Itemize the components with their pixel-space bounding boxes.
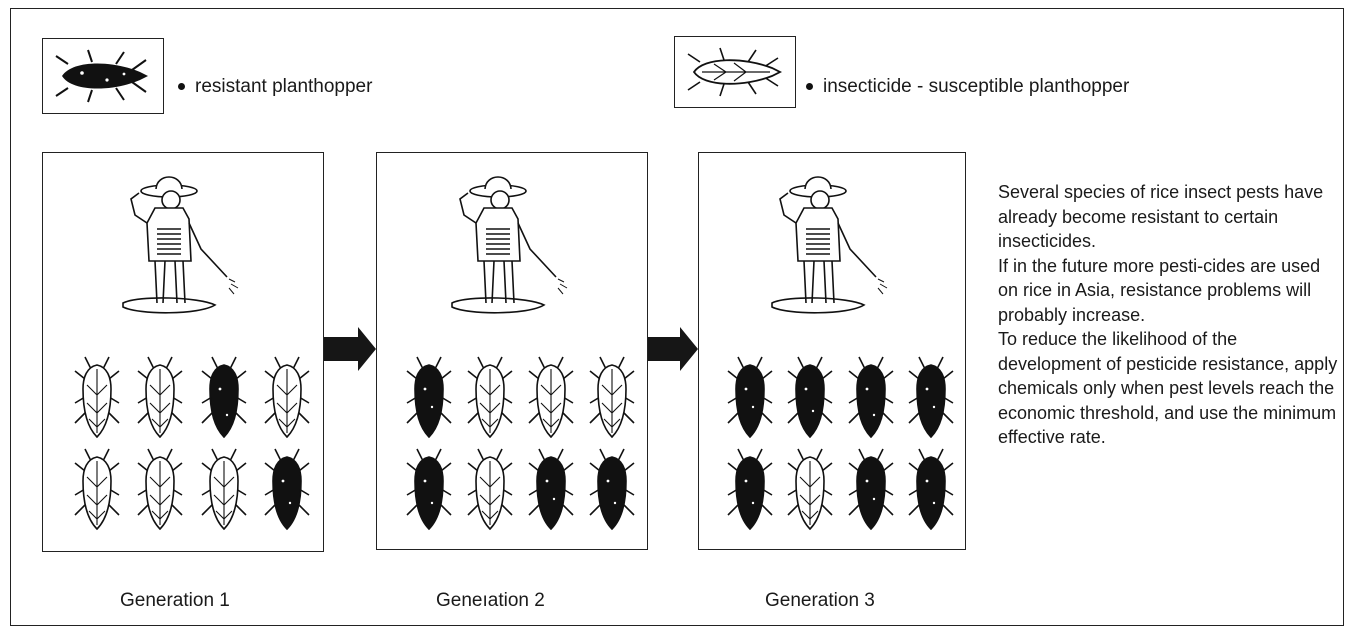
resistant-planthopper-icon bbox=[406, 356, 452, 439]
resistant-planthopper-icon bbox=[406, 448, 452, 531]
susceptible-planthopper-icon bbox=[589, 356, 635, 439]
note-paragraph-2: If in the future more pesti-cides are us… bbox=[998, 255, 1321, 325]
generation-2-panel bbox=[376, 152, 648, 550]
legend-susceptible-box bbox=[674, 36, 796, 108]
resistant-planthopper-icon bbox=[908, 356, 954, 439]
resistant-planthopper-icon bbox=[848, 448, 894, 531]
generation-1-label: Generation 1 bbox=[120, 590, 230, 611]
right-arrow-icon bbox=[648, 327, 698, 371]
susceptible-planthopper-icon bbox=[74, 356, 120, 439]
resistant-planthopper-icon bbox=[908, 448, 954, 531]
susceptible-planthopper-icon bbox=[467, 448, 513, 531]
generation-2-label: Geneıation 2 bbox=[436, 590, 545, 611]
resistant-planthopper-icon bbox=[787, 356, 833, 439]
legend-susceptible-label: insecticide - susceptible planthopper bbox=[806, 76, 1129, 98]
resistant-planthopper-icon bbox=[848, 356, 894, 439]
right-arrow-icon bbox=[324, 327, 376, 371]
dark-planthopper-icon bbox=[55, 49, 148, 103]
generation-3-label: Generation 3 bbox=[765, 590, 875, 611]
bullet-icon bbox=[806, 83, 813, 91]
resistant-planthopper-icon bbox=[589, 448, 635, 531]
farmer-spraying-icon bbox=[771, 176, 888, 314]
resistant-planthopper-icon bbox=[264, 448, 310, 531]
diagram-frame bbox=[10, 8, 1344, 626]
legend-resistant-label: resistant planthopper bbox=[178, 76, 372, 98]
susceptible-planthopper-icon bbox=[467, 356, 513, 439]
susceptible-planthopper-icon bbox=[137, 448, 183, 531]
resistant-planthopper-icon bbox=[528, 448, 574, 531]
light-planthopper-icon bbox=[687, 47, 783, 97]
farmer-spraying-icon bbox=[451, 176, 568, 314]
susceptible-planthopper-icon bbox=[528, 356, 574, 439]
bullet-icon bbox=[178, 83, 185, 91]
generation-3-panel bbox=[698, 152, 966, 550]
susceptible-planthopper-icon bbox=[74, 448, 120, 531]
resistant-planthopper-icon bbox=[727, 448, 773, 531]
note-paragraph-3: To reduce the likelihood of the developm… bbox=[998, 329, 1338, 447]
farmer-spraying-icon bbox=[122, 176, 239, 314]
susceptible-planthopper-icon bbox=[264, 356, 310, 439]
susceptible-planthopper-icon bbox=[201, 448, 247, 531]
resistant-planthopper-icon bbox=[201, 356, 247, 439]
explanation-text: Several species of rice insect pests hav… bbox=[998, 180, 1338, 450]
generation-1-panel bbox=[42, 152, 324, 552]
resistant-planthopper-icon bbox=[727, 356, 773, 439]
susceptible-planthopper-icon bbox=[787, 448, 833, 531]
susceptible-planthopper-icon bbox=[137, 356, 183, 439]
legend-resistant-box bbox=[42, 38, 164, 114]
note-paragraph-1: Several species of rice insect pests hav… bbox=[998, 182, 1324, 251]
